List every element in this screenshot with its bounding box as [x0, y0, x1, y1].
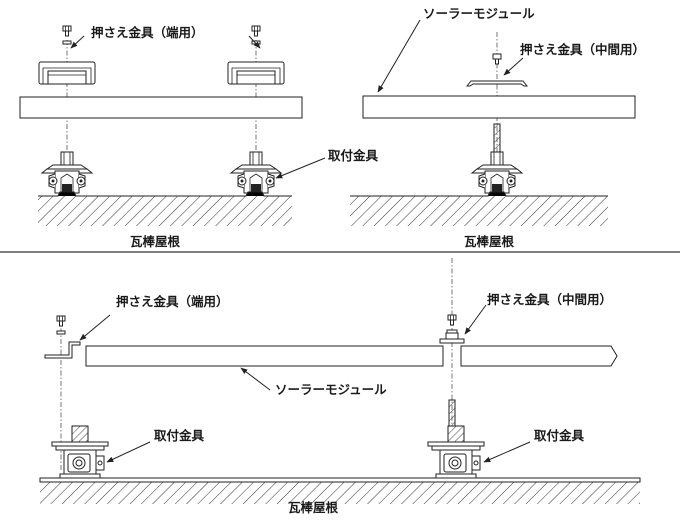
- solar-module-shape-tr: [362, 95, 636, 119]
- mount-bracket-label-top: 取付金具: [328, 148, 379, 163]
- solar-module-label-top: ソーラーモジュール: [423, 6, 535, 21]
- tile-roof-label-bottom: 瓦棒屋根: [288, 500, 339, 515]
- solar-module-shape-b2: [460, 345, 618, 367]
- bottom-panel: [39, 258, 641, 504]
- mid-clamp-label-top: 押さえ金具（中間用）: [520, 42, 645, 57]
- top-left-panel: [19, 25, 326, 226]
- tile-roof-label-top-right: 瓦棒屋根: [464, 234, 515, 249]
- mid-clamp-label-bottom: 押さえ金具（中間用）: [487, 292, 612, 307]
- end-clamp-label-bottom: 押さえ金具（端用）: [116, 294, 229, 309]
- end-clamp-label-top: 押さえ金具（端用）: [91, 25, 204, 40]
- mount-bracket-label-bottom-right: 取付金具: [534, 428, 585, 443]
- tile-roof-label-top-left: 瓦棒屋根: [130, 234, 181, 249]
- top-right-panel: [350, 19, 636, 226]
- solar-module-label-bottom: ソーラーモジュール: [275, 382, 387, 397]
- mount-bracket-label-bottom-left: 取付金具: [154, 428, 205, 443]
- solar-module-shape-b1: [85, 345, 444, 367]
- solar-module-shape-tl: [19, 96, 303, 119]
